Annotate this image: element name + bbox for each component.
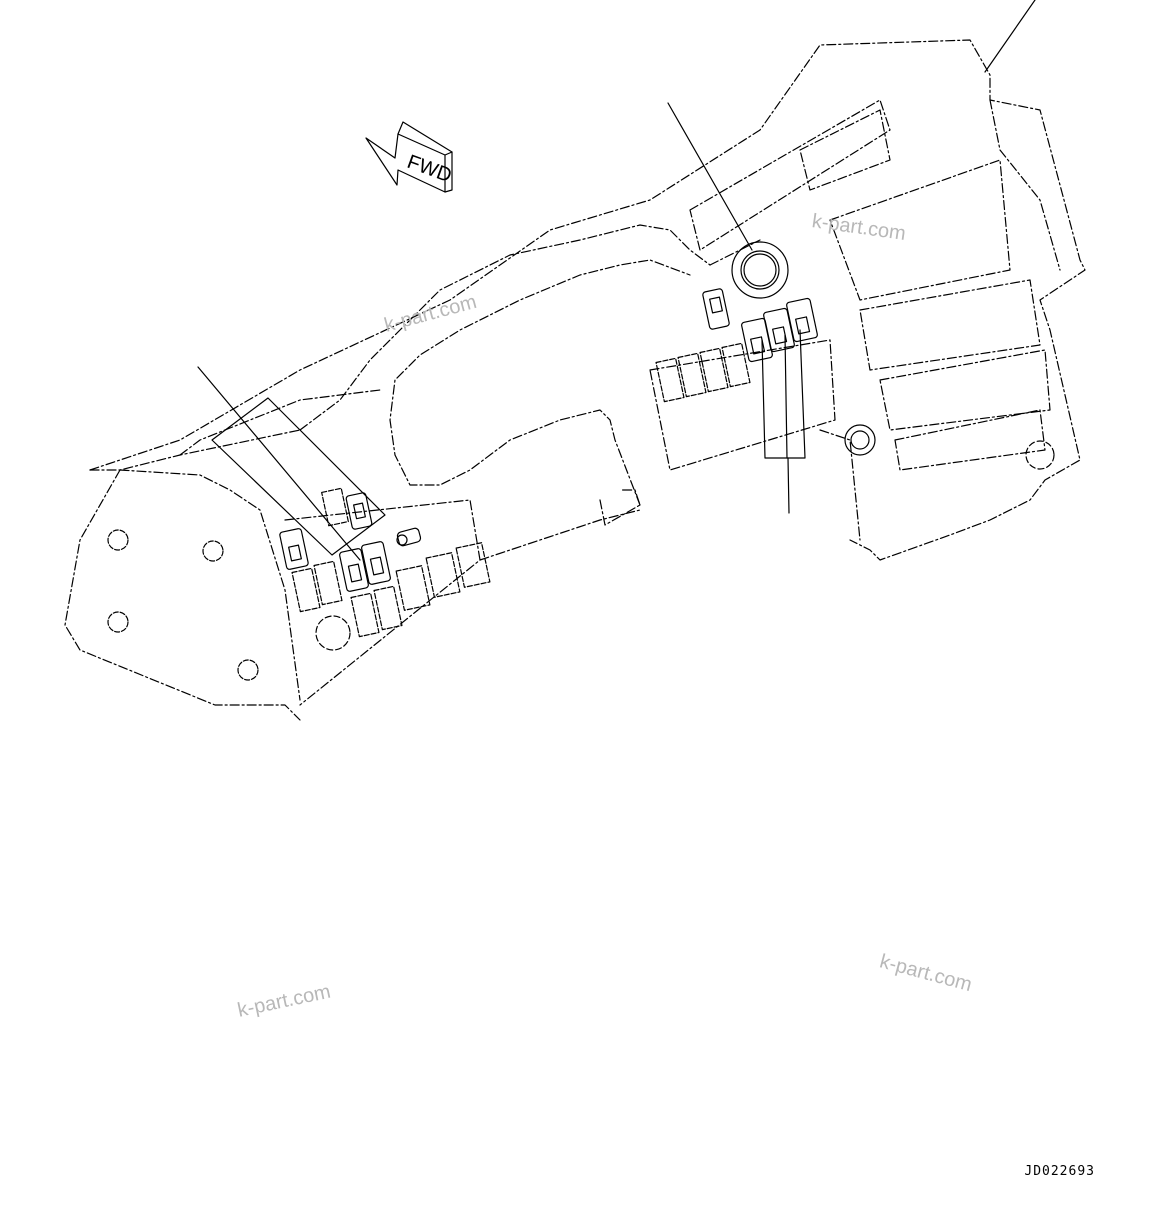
left-end-cap-holes (107, 529, 259, 681)
callout-box-left (197, 366, 386, 561)
rocker-switch-group-left (279, 492, 391, 592)
callout-box-right (761, 329, 806, 514)
dashboard-lower-outline (64, 99, 1051, 721)
fwd-label: FWD (404, 151, 454, 187)
small-indicator-switch (702, 288, 730, 330)
rotary-switch (731, 241, 789, 299)
blank-panels-left (291, 487, 491, 638)
drawing-code: JD022693 (1024, 1164, 1095, 1179)
fwd-arrow-icon: FWD (365, 121, 455, 193)
right-knob (844, 424, 1055, 470)
dashboard-outline (89, 39, 1086, 561)
lower-left-knob (315, 615, 351, 651)
lamp-connector (396, 527, 422, 547)
rocker-switch-group-right (741, 297, 818, 363)
blank-panels-right (655, 342, 751, 403)
leader-lines (667, 0, 1036, 251)
